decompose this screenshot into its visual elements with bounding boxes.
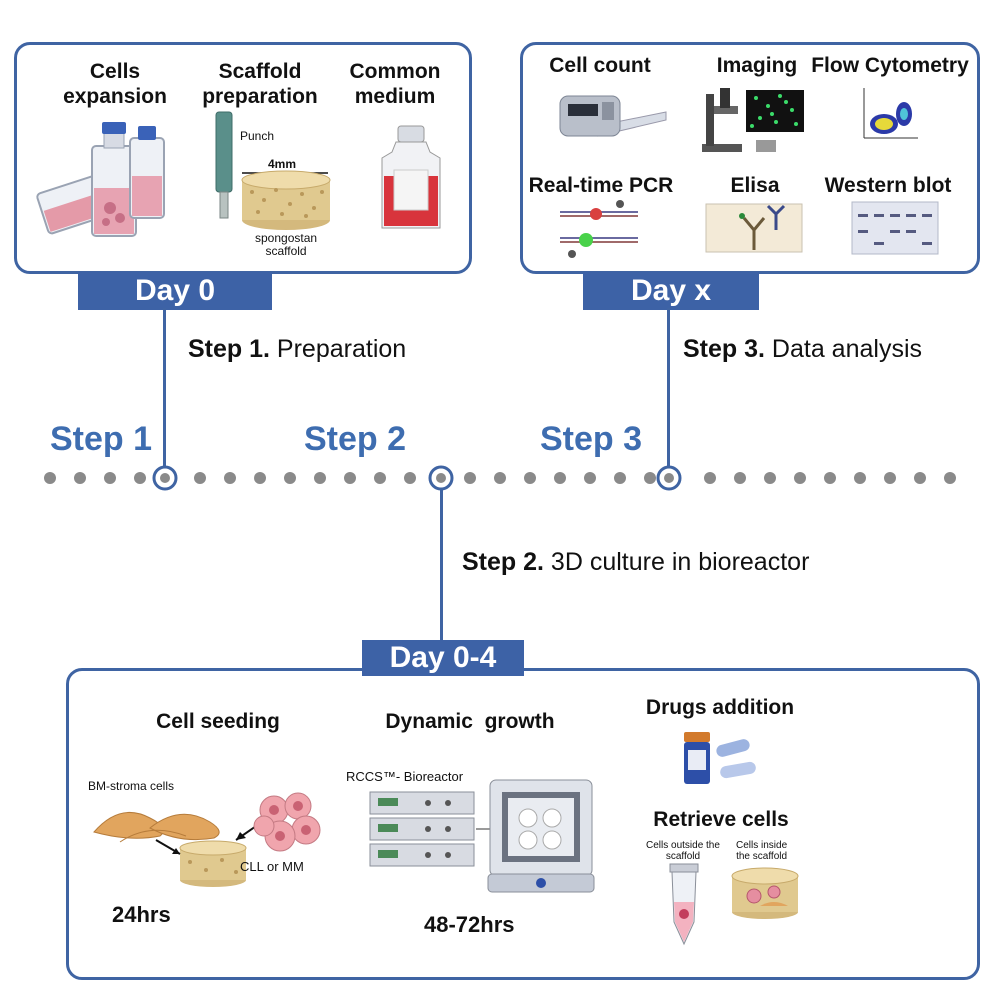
- cells-expansion-label: Cells expansion: [63, 60, 167, 108]
- step3-bold: Step 3.: [683, 335, 765, 363]
- imaging-label: Imaging: [716, 54, 798, 77]
- punch-label: Punch: [240, 129, 275, 143]
- timeline-dot: [764, 472, 776, 484]
- rccs-label: RCCS™- Bioreactor: [346, 769, 464, 784]
- dynamic-growth-label: Dynamic growth: [385, 710, 555, 733]
- timeline-dot: [614, 472, 626, 484]
- sponge-scaffold-icon: [241, 170, 331, 230]
- dayx-tab: Day x: [583, 272, 759, 310]
- timeline-dot: [524, 472, 536, 484]
- step3-label: Step 3: [540, 420, 643, 458]
- timeline-dots: [44, 465, 956, 491]
- timeline-dot: [944, 472, 956, 484]
- timeline-dot: [374, 472, 386, 484]
- step1-description: Step 1. Preparation: [188, 335, 406, 364]
- inside-label: Cells inside the scaffold: [736, 840, 788, 862]
- step3-text: Data analysis: [764, 335, 923, 363]
- timeline-dot: [794, 472, 806, 484]
- bm-stroma-label: BM-stroma cells: [88, 779, 175, 793]
- western-blot-label: Western blot: [824, 174, 952, 197]
- cll-cells-icon: [253, 792, 321, 852]
- arrow-left-icon: [155, 839, 181, 855]
- timeline-dot: [464, 472, 476, 484]
- flow-cytometry-label: Flow Cytometry: [811, 54, 969, 77]
- step1-label: Step 1: [50, 420, 153, 458]
- incubator-icon: [487, 779, 595, 893]
- cell-count-label: Cell count: [549, 54, 651, 77]
- cll-mm-label: CLL or MM: [240, 859, 304, 874]
- timeline-dot: [404, 472, 416, 484]
- step2-text: 3D culture in bioreactor: [543, 548, 810, 576]
- timeline-dot: [44, 472, 56, 484]
- day0-tab: Day 0: [78, 272, 272, 310]
- elisa-label: Elisa: [730, 174, 780, 197]
- timeline-dot: [194, 472, 206, 484]
- punch-icon: [215, 111, 233, 219]
- drugs-icon: [684, 732, 756, 784]
- seeded-scaffold-icon: [179, 840, 247, 887]
- flow-cytometry-plot-icon: [863, 88, 918, 139]
- step3-connector: [667, 308, 670, 466]
- bioreactor-controller-icon: [369, 791, 475, 867]
- timeline-dot: [554, 472, 566, 484]
- step1-bold: Step 1.: [188, 335, 270, 363]
- pcr-icon: [560, 200, 638, 258]
- timeline-dot: [104, 472, 116, 484]
- time-24hrs: 24hrs: [112, 902, 171, 927]
- step1-connector: [163, 308, 166, 466]
- timeline-dot: [74, 472, 86, 484]
- common-medium-label: Common medium: [349, 60, 441, 108]
- western-blot-icon: [851, 201, 939, 255]
- timeline-dot: [284, 472, 296, 484]
- day04-tab: Day 0-4: [362, 640, 524, 676]
- cells-inside-scaffold-icon: [731, 867, 799, 919]
- elisa-icon: [705, 203, 803, 253]
- timeline-dot: [734, 472, 746, 484]
- step2-bold: Step 2.: [462, 548, 544, 576]
- timeline-dot: [494, 472, 506, 484]
- step2-marker-dot: [436, 473, 446, 483]
- timeline-dot: [584, 472, 596, 484]
- tube-icon: [669, 863, 699, 946]
- timeline-dot: [224, 472, 236, 484]
- timeline-dot: [254, 472, 266, 484]
- timeline-dot: [824, 472, 836, 484]
- culture-flasks-icon: [36, 122, 165, 237]
- step1-marker-dot: [160, 473, 170, 483]
- cell-counter-icon: [559, 95, 667, 137]
- timeline-dot: [704, 472, 716, 484]
- drugs-addition-label: Drugs addition: [645, 696, 795, 719]
- timeline-dot: [314, 472, 326, 484]
- medium-bottle-icon: [381, 125, 441, 229]
- microscope-icon: [702, 88, 804, 152]
- stroma-cells-icon: [93, 811, 220, 843]
- timeline-dot: [854, 472, 866, 484]
- timeline-dot: [134, 472, 146, 484]
- realtime-pcr-label: Real-time PCR: [528, 174, 674, 197]
- step1-text: Preparation: [269, 335, 407, 363]
- size-label: 4mm: [268, 157, 297, 171]
- step3-description: Step 3. Data analysis: [683, 335, 922, 364]
- timeline-dot: [644, 472, 656, 484]
- timeline-dot: [884, 472, 896, 484]
- scaffold-label: spongostan scaffold: [255, 231, 318, 259]
- retrieve-cells-label: Retrieve cells: [653, 808, 789, 831]
- outside-label: Cells outside the scaffold: [646, 840, 720, 862]
- scaffold-preparation-label: Scaffold preparation: [202, 60, 318, 108]
- step3-marker-dot: [664, 473, 674, 483]
- time-48-72hrs: 48-72hrs: [424, 912, 515, 937]
- step2-label: Step 2: [304, 420, 407, 458]
- timeline-dot: [914, 472, 926, 484]
- step2-description: Step 2. 3D culture in bioreactor: [462, 548, 809, 577]
- timeline-dot: [344, 472, 356, 484]
- step2-connector: [440, 488, 443, 640]
- cell-seeding-label: Cell seeding: [156, 710, 280, 733]
